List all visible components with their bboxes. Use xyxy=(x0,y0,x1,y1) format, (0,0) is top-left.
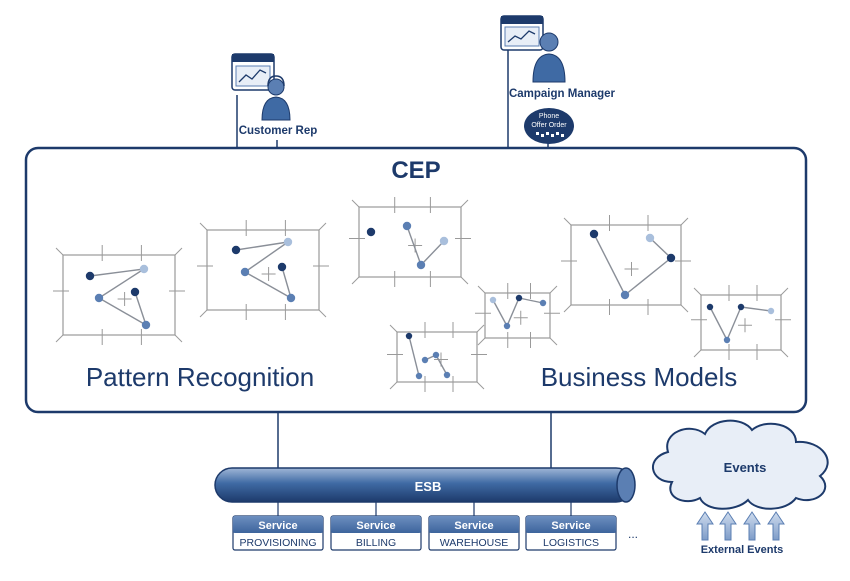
campaign-manager-label: Campaign Manager xyxy=(509,88,616,100)
service-billing: Service BILLING xyxy=(330,515,422,551)
cep-title: CEP xyxy=(391,157,440,184)
pattern-point xyxy=(489,296,497,304)
pattern-point xyxy=(620,290,630,300)
pattern-point xyxy=(515,294,523,302)
pattern-point xyxy=(240,267,250,277)
service-title: Service xyxy=(551,520,590,532)
pattern-point xyxy=(416,260,426,270)
service-name: LOGISTICS xyxy=(543,537,599,549)
pattern-cells xyxy=(53,197,791,392)
external-events-arrows xyxy=(696,511,785,541)
pattern-point xyxy=(405,332,413,340)
pattern-point xyxy=(94,293,104,303)
service-logistics: Service LOGISTICS xyxy=(525,515,617,551)
services-more: ... xyxy=(628,527,638,541)
pattern-point xyxy=(231,245,241,255)
pattern-point xyxy=(503,322,511,330)
channel-badge-line2: Offer Order xyxy=(531,122,567,129)
pattern-point xyxy=(443,371,451,379)
cloud-icon xyxy=(651,419,829,510)
pattern-point xyxy=(737,303,745,311)
pattern-cell xyxy=(691,285,791,360)
business-models-label: Business Models xyxy=(541,362,738,392)
pattern-cell xyxy=(387,322,487,392)
service-warehouse: Service WAREHOUSE xyxy=(428,515,520,551)
pattern-point xyxy=(432,351,440,359)
service-title: Service xyxy=(356,520,395,532)
cep-box xyxy=(24,146,808,414)
person-icon xyxy=(261,75,291,121)
pattern-point xyxy=(645,233,655,243)
pattern-recognition-label: Pattern Recognition xyxy=(86,362,314,392)
pattern-cell xyxy=(475,283,560,348)
pattern-point xyxy=(130,287,140,297)
up-arrow-icon xyxy=(696,511,714,541)
monitor-icon xyxy=(231,53,275,91)
monitor-icon xyxy=(500,15,544,51)
pattern-cell xyxy=(53,245,185,345)
pattern-point xyxy=(421,356,429,364)
pattern-point xyxy=(767,307,775,315)
esb-bus: ESB xyxy=(214,467,636,503)
pattern-cell xyxy=(197,220,329,320)
pattern-point xyxy=(539,299,547,307)
pattern-point xyxy=(706,303,714,311)
events-cloud: Events xyxy=(651,419,829,510)
service-title: Service xyxy=(258,520,297,532)
pattern-point xyxy=(589,229,599,239)
service-name: WAREHOUSE xyxy=(440,537,508,549)
channel-badge-line1: Phone xyxy=(539,113,559,120)
up-arrow-icon xyxy=(719,511,737,541)
customer-rep-actor: Customer Rep xyxy=(231,53,318,137)
pattern-point xyxy=(402,221,412,231)
pattern-point xyxy=(139,264,149,274)
external-events-label: External Events xyxy=(701,544,784,556)
pattern-point xyxy=(666,253,676,263)
campaign-manager-actor: Campaign Manager Phone Offer Order xyxy=(500,15,616,144)
events-label: Events xyxy=(724,460,767,475)
pattern-point xyxy=(286,293,296,303)
pattern-point xyxy=(141,320,151,330)
service-title: Service xyxy=(454,520,493,532)
pattern-point xyxy=(439,236,449,246)
service-name: BILLING xyxy=(356,537,396,549)
person-icon xyxy=(532,32,566,83)
pattern-point xyxy=(723,336,731,344)
channel-badge: Phone Offer Order xyxy=(524,108,574,144)
pattern-cell xyxy=(561,215,691,315)
pattern-point xyxy=(277,262,287,272)
pattern-point xyxy=(415,372,423,380)
esb-label: ESB xyxy=(415,479,442,494)
pattern-point xyxy=(366,227,376,237)
up-arrow-icon xyxy=(767,511,785,541)
service-name: PROVISIONING xyxy=(239,537,316,549)
pattern-cell xyxy=(349,197,471,287)
pattern-point xyxy=(85,271,95,281)
up-arrow-icon xyxy=(743,511,761,541)
pattern-point xyxy=(283,237,293,247)
customer-rep-label: Customer Rep xyxy=(239,125,318,137)
service-provisioning: Service PROVISIONING xyxy=(232,515,324,551)
